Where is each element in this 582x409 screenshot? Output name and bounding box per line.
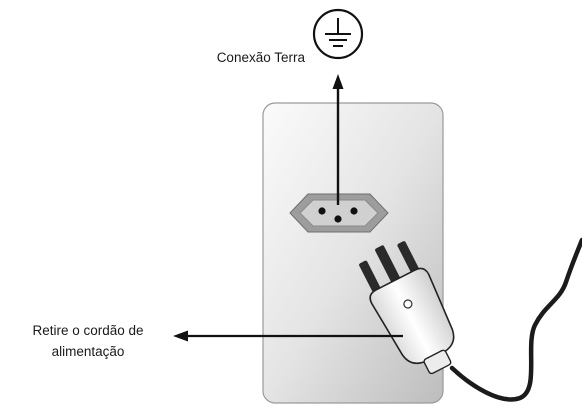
plug-strain-relief (423, 349, 452, 375)
socket-hole-right (350, 207, 358, 215)
plug-body-hole (403, 299, 413, 309)
socket-hole-ground (334, 215, 342, 223)
plug-prong-right (397, 241, 421, 276)
wall-socket (289, 193, 389, 233)
plug-body (369, 267, 455, 365)
remove-arrow (173, 330, 403, 342)
ground-symbol-icon (312, 8, 364, 60)
ground-label: Conexão Terra (217, 50, 306, 65)
power-plug (359, 241, 455, 375)
ground-arrow (332, 74, 344, 205)
remove-cord-label-line1: Retire o cordão de (32, 323, 143, 338)
plug-prong-left (359, 260, 383, 296)
plug-prong-ground (375, 245, 402, 286)
remove-cord-label-line2: alimentação (52, 344, 125, 359)
power-cord (449, 237, 582, 402)
socket-hole-left (318, 207, 326, 215)
